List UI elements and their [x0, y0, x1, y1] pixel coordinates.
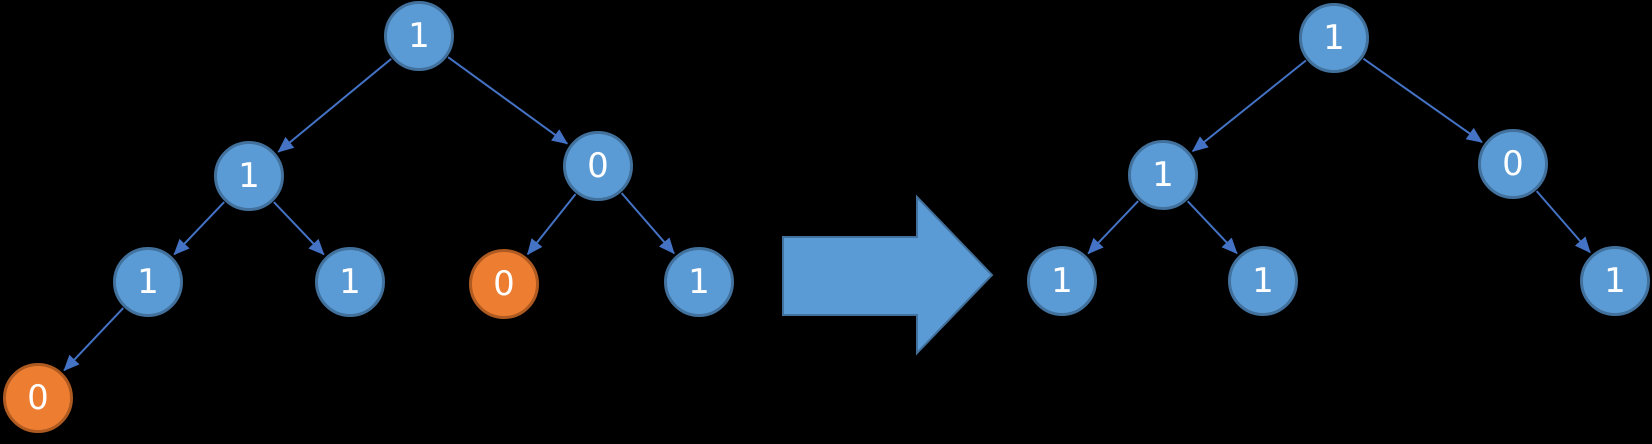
pruned-tree-node-F: 0 — [469, 249, 539, 319]
tree-node-label: 1 — [1604, 261, 1626, 301]
tree-node-label: 0 — [587, 146, 609, 186]
tree-node-label: 1 — [1152, 155, 1174, 195]
tree-node-label: 1 — [1252, 261, 1274, 301]
tree-node-label: 0 — [493, 264, 515, 304]
edge-arrow-A-B — [277, 58, 392, 153]
tree-node-C2: 0 — [1478, 129, 1548, 199]
tree-node-label: 1 — [339, 262, 361, 302]
tree-node-label: 1 — [1323, 18, 1345, 58]
tree-node-label: 1 — [408, 16, 430, 56]
edge-arrow-A2-B2 — [1191, 59, 1307, 153]
tree-node-D2: 1 — [1027, 246, 1097, 316]
edge-arrow-B-E — [273, 201, 325, 256]
tree-node-G: 1 — [664, 247, 734, 317]
tree-node-G2: 1 — [1580, 246, 1650, 316]
edge-arrow-C2-G2 — [1535, 190, 1591, 254]
edge-arrow-B2-E2 — [1186, 200, 1238, 255]
tree-node-label: 1 — [137, 262, 159, 302]
edge-arrow-C-G — [620, 192, 675, 255]
tree-node-label: 1 — [1051, 261, 1073, 301]
tree-node-A2: 1 — [1299, 3, 1369, 73]
pruned-tree-node-H: 0 — [3, 363, 73, 433]
edge-arrow-D-H — [63, 307, 124, 372]
tree-node-label: 0 — [1502, 144, 1524, 184]
edge-arrow-A-C — [447, 56, 569, 145]
tree-node-D: 1 — [113, 247, 183, 317]
edge-arrow-A2-C2 — [1362, 57, 1483, 143]
transform-arrow-icon — [782, 194, 994, 356]
edge-arrow-B2-D2 — [1087, 200, 1139, 255]
edge-arrow-B-D — [173, 201, 225, 256]
tree-node-E2: 1 — [1228, 246, 1298, 316]
edge-arrow-C-F — [526, 193, 577, 256]
tree-node-label: 0 — [27, 378, 49, 418]
tree-node-C: 0 — [563, 131, 633, 201]
tree-node-label: 1 — [238, 156, 260, 196]
tree-node-A: 1 — [384, 1, 454, 71]
tree-node-B2: 1 — [1128, 140, 1198, 210]
tree-node-E: 1 — [315, 247, 385, 317]
tree-node-label: 1 — [688, 262, 710, 302]
tree-node-B: 1 — [214, 141, 284, 211]
